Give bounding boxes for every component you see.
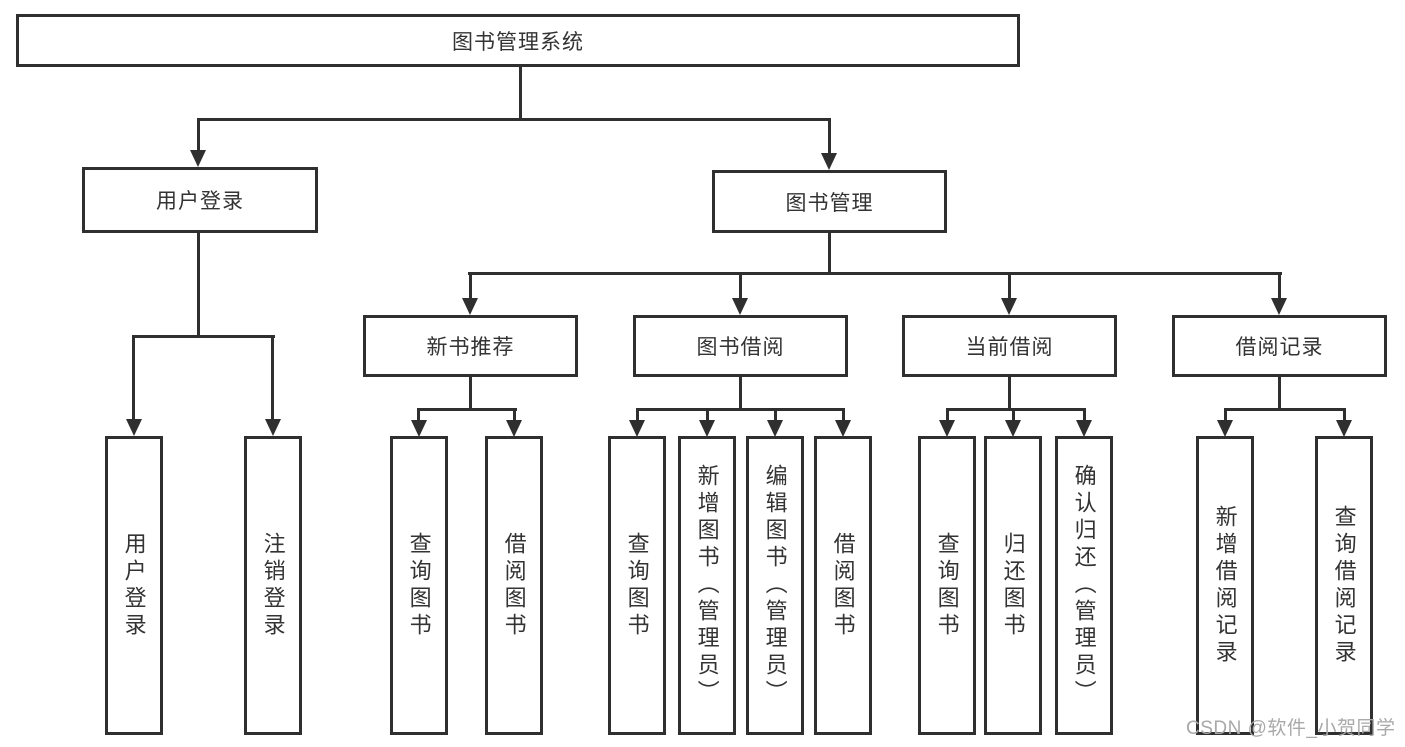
- connector-user-login-bar: [132, 335, 275, 338]
- node-leaf-add-books-admin-label: 新增图书（管理员）: [694, 464, 720, 707]
- arrowhead-book-mgmt: [821, 153, 837, 170]
- node-leaf-return-books-label: 归还图书: [1000, 531, 1026, 640]
- connector-level3-bar: [468, 272, 1282, 275]
- arrowhead-leaf-3: [506, 420, 522, 437]
- arrowhead-current-borrow: [1001, 298, 1017, 315]
- node-leaf-search-borrow-record-label: 查询借阅记录: [1331, 504, 1357, 667]
- node-leaf-user-login-label: 用户登录: [121, 531, 147, 640]
- node-leaf-logout-label: 注销登录: [260, 531, 286, 640]
- connector-branch-leaf-7: [842, 408, 845, 420]
- arrowhead-user-login: [190, 150, 206, 167]
- connector-new-books-bar: [417, 408, 517, 411]
- node-leaf-search-books-new-label: 查询图书: [406, 531, 432, 640]
- connector-branch-borrow-records: [1278, 272, 1281, 298]
- arrowhead-book-borrow: [732, 298, 748, 315]
- connector-branch-book-borrow: [739, 272, 742, 298]
- node-current-borrow-label: 当前借阅: [965, 336, 1054, 359]
- arrowhead-leaf-11: [1217, 420, 1233, 437]
- node-book-borrow: 图书借阅: [633, 315, 848, 377]
- node-new-books: 新书推荐: [363, 315, 578, 377]
- node-leaf-search-books-current-label: 查询图书: [934, 531, 960, 640]
- arrowhead-leaf-0: [126, 419, 142, 436]
- connector-branch-current-borrow: [1008, 272, 1011, 298]
- arrowhead-new-books: [462, 298, 478, 315]
- arrowhead-leaf-4: [629, 420, 645, 437]
- node-root: 图书管理系统: [16, 14, 1020, 67]
- arrowhead-leaf-10: [1076, 420, 1092, 437]
- node-leaf-borrow-books-new-label: 借阅图书: [501, 531, 527, 640]
- node-leaf-search-borrow-record: 查询借阅记录: [1315, 436, 1373, 735]
- connector-branch-leaf-12: [1343, 408, 1346, 420]
- arrowhead-leaf-1: [265, 419, 281, 436]
- connector-branch-leaf-5: [706, 408, 709, 420]
- connector-branch-leaf-9: [1012, 408, 1015, 420]
- connector-book-borrow-stem: [739, 377, 742, 408]
- csdn-watermark: CSDN @软件_小贺同学: [1186, 718, 1396, 739]
- arrowhead-leaf-5: [699, 420, 715, 437]
- node-leaf-add-borrow-record-label: 新增借阅记录: [1212, 504, 1238, 667]
- connector-branch-new-books: [469, 272, 472, 298]
- connector-branch-leaf-6: [774, 408, 777, 420]
- node-leaf-logout: 注销登录: [244, 436, 302, 735]
- node-leaf-edit-books-admin: 编辑图书（管理员）: [746, 436, 804, 735]
- connector-branch-leaf-8: [946, 408, 949, 420]
- node-user-login-label: 用户登录: [156, 190, 244, 213]
- arrowhead-leaf-6: [767, 420, 783, 437]
- node-book-mgmt: 图书管理: [712, 170, 947, 233]
- connector-book-borrow-bar: [636, 408, 845, 411]
- node-leaf-confirm-return-admin: 确认归还（管理员）: [1055, 436, 1113, 735]
- node-book-borrow-label: 图书借阅: [696, 336, 785, 359]
- connector-branch-leaf-2: [417, 408, 420, 420]
- node-leaf-add-books-admin: 新增图书（管理员）: [678, 436, 736, 735]
- arrowhead-leaf-7: [835, 420, 851, 437]
- node-leaf-search-books-new: 查询图书: [390, 436, 448, 735]
- arrowhead-borrow-records: [1271, 298, 1287, 315]
- connector-branch-leaf-10: [1083, 408, 1086, 420]
- arrowhead-leaf-12: [1336, 420, 1352, 437]
- node-leaf-borrow-books-label: 借阅图书: [830, 531, 856, 640]
- connector-branch-leaf-0: [132, 335, 135, 419]
- arrowhead-leaf-2: [411, 420, 427, 437]
- node-leaf-search-books-current: 查询图书: [918, 436, 976, 735]
- node-leaf-return-books: 归还图书: [984, 436, 1042, 735]
- node-leaf-borrow-books: 借阅图书: [814, 436, 872, 735]
- connector-borrow-records-bar: [1224, 408, 1346, 411]
- node-borrow-records: 借阅记录: [1172, 315, 1387, 377]
- connector-branch-leaf-11: [1224, 408, 1227, 420]
- connector-branch-leaf-3: [513, 408, 516, 420]
- node-borrow-records-label: 借阅记录: [1235, 336, 1324, 359]
- connector-book-mgmt-stem: [828, 233, 831, 272]
- connector-user-login-stem: [197, 233, 200, 335]
- arrowhead-leaf-9: [1005, 420, 1021, 437]
- connector-branch-leaf-4: [636, 408, 639, 420]
- connector-new-books-stem: [469, 377, 472, 408]
- node-leaf-add-borrow-record: 新增借阅记录: [1196, 436, 1254, 735]
- connector-root-stem: [519, 67, 522, 118]
- node-root-label: 图书管理系统: [452, 30, 584, 54]
- connector-current-borrow-stem: [1008, 377, 1011, 408]
- connector-branch-book-mgmt: [828, 118, 831, 154]
- node-new-books-label: 新书推荐: [426, 336, 515, 359]
- connector-current-borrow-bar: [946, 408, 1086, 411]
- node-user-login: 用户登录: [82, 167, 318, 233]
- node-leaf-confirm-return-admin-label: 确认归还（管理员）: [1071, 464, 1097, 707]
- node-leaf-search-books-borrow: 查询图书: [608, 436, 666, 735]
- connector-branch-user-login: [197, 118, 200, 151]
- node-current-borrow: 当前借阅: [902, 315, 1117, 377]
- node-book-mgmt-label: 图书管理: [785, 191, 874, 215]
- node-leaf-edit-books-admin-label: 编辑图书（管理员）: [762, 464, 788, 707]
- connector-level2-bar: [197, 118, 831, 121]
- arrowhead-leaf-8: [939, 420, 955, 437]
- node-leaf-search-books-borrow-label: 查询图书: [624, 531, 650, 640]
- connector-borrow-records-stem: [1278, 377, 1281, 408]
- connector-branch-leaf-1: [271, 335, 274, 419]
- node-leaf-user-login: 用户登录: [105, 436, 163, 735]
- node-leaf-borrow-books-new: 借阅图书: [485, 436, 543, 735]
